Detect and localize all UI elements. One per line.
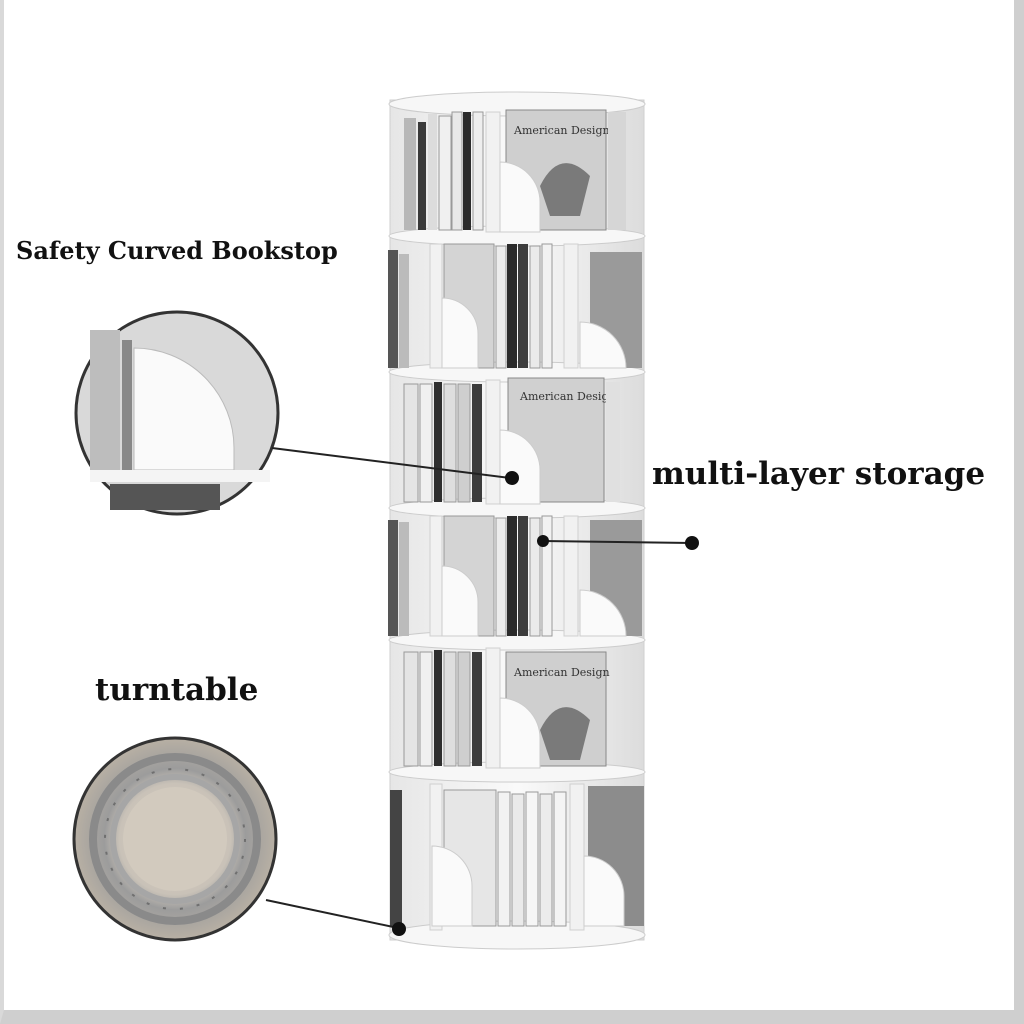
callout-line-bookstop bbox=[271, 447, 519, 485]
books-tier-2 bbox=[388, 243, 642, 369]
curved-bookstop bbox=[499, 161, 541, 233]
books-tier-3: American Design bbox=[403, 377, 620, 505]
books-tier-5: American Design bbox=[403, 650, 610, 769]
turntable-detail-callout bbox=[72, 736, 278, 942]
book-title: American Design bbox=[513, 124, 610, 137]
callout-line-turntable bbox=[265, 899, 406, 936]
rotating-bookshelf: American Design bbox=[388, 91, 646, 950]
label-safety-curved-bookstop: Safety Curved Bookstop bbox=[16, 236, 338, 265]
label-turntable: turntable bbox=[95, 672, 259, 708]
label-multi-layer-storage: multi-layer storage bbox=[652, 456, 986, 492]
book-title: American Design bbox=[519, 390, 616, 403]
books-tier-4 bbox=[388, 515, 642, 637]
book-title: American Design bbox=[513, 666, 610, 679]
callout-line-storage bbox=[537, 535, 699, 550]
books-tier-6 bbox=[390, 786, 644, 927]
books-tier-1: American Design bbox=[404, 109, 626, 233]
bookstop-detail-callout bbox=[74, 310, 280, 516]
